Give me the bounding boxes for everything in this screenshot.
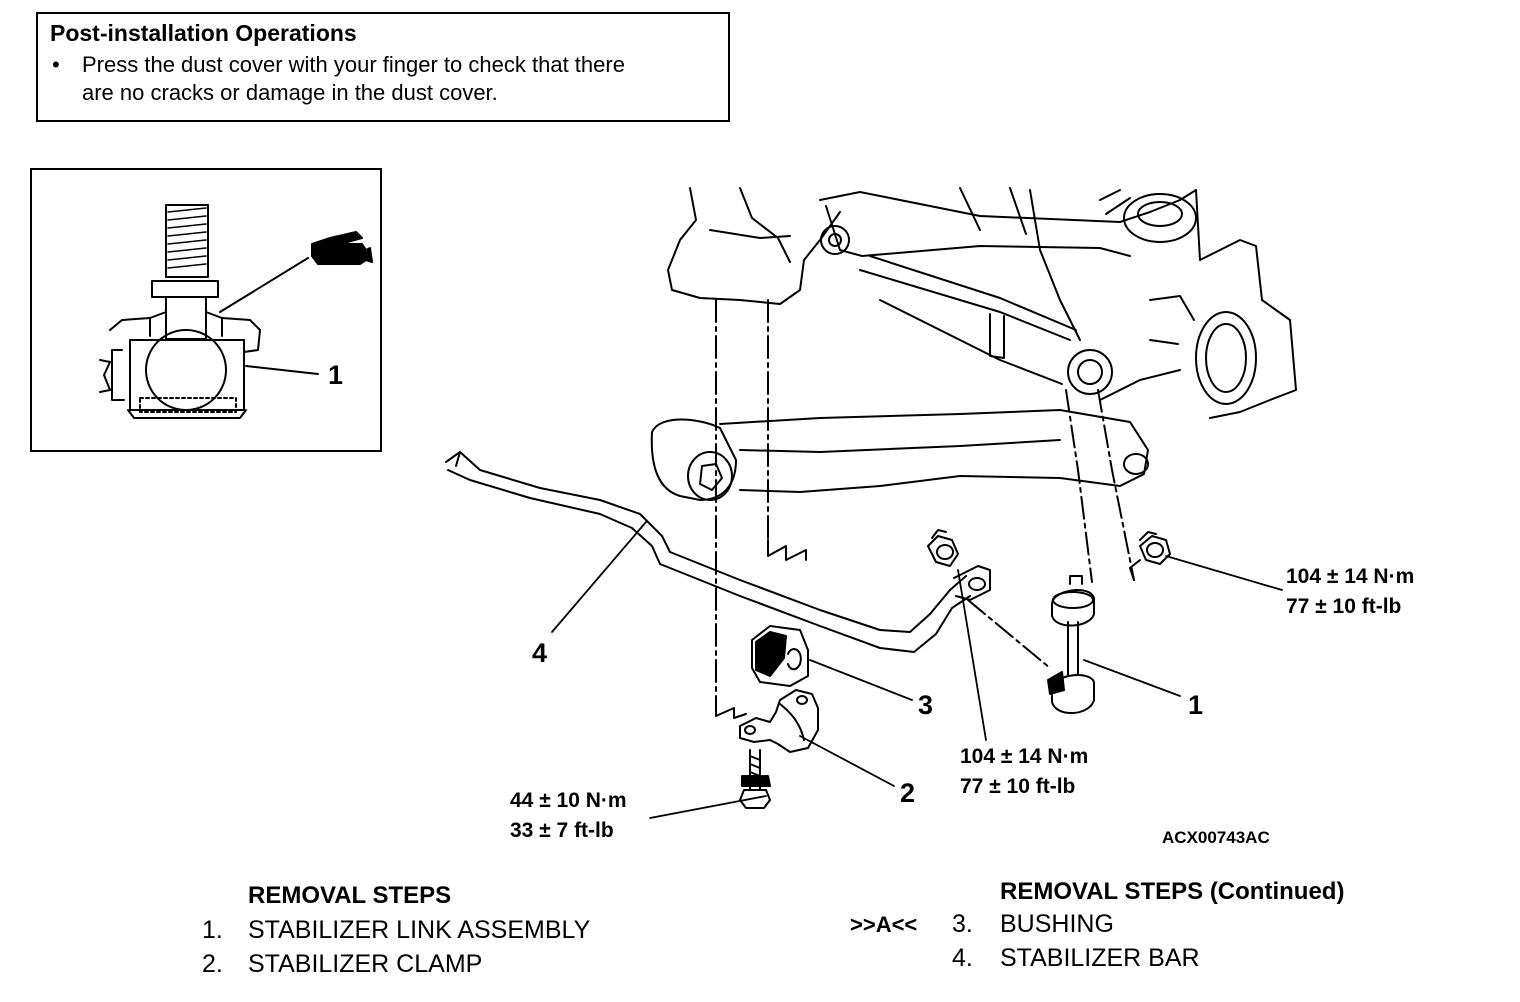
torque-spec-center: 104 ± 14 N·m 77 ± 10 ft-lb bbox=[960, 742, 1088, 802]
callout-2: 2 bbox=[900, 778, 916, 808]
step-number: 1. bbox=[202, 916, 223, 944]
bushing bbox=[751, 625, 809, 687]
torque-left-ftlb: 33 ± 7 ft-lb bbox=[510, 819, 614, 842]
step-label: BUSHING bbox=[1000, 910, 1114, 938]
torque-right-ftlb: 77 ± 10 ft-lb bbox=[1286, 595, 1402, 618]
leader-torque-center bbox=[957, 569, 987, 741]
stabilizer-link-assembly bbox=[1047, 575, 1095, 715]
removal-steps-continued-heading: REMOVAL STEPS (Continued) bbox=[1000, 878, 1345, 905]
callout-4: 4 bbox=[532, 638, 548, 668]
inset-callout-1: 1 bbox=[328, 360, 344, 390]
torque-spec-right: 104 ± 14 N·m 77 ± 10 ft-lb bbox=[1286, 562, 1414, 622]
clamp-bolt bbox=[739, 749, 771, 809]
stabilizer-clamp bbox=[739, 689, 819, 753]
leader-3 bbox=[809, 659, 913, 701]
link-upper-nut bbox=[1139, 531, 1171, 565]
step-label: STABILIZER CLAMP bbox=[248, 950, 483, 978]
callout-1: 1 bbox=[1188, 690, 1204, 720]
post-installation-note-box bbox=[36, 12, 730, 122]
torque-right-nm: 104 ± 14 N·m bbox=[1286, 565, 1415, 588]
leader-4 bbox=[551, 521, 647, 633]
ball-joint-cutaway bbox=[99, 204, 261, 419]
grease-gun-icon bbox=[311, 231, 373, 265]
leader-torque-right bbox=[1165, 555, 1283, 591]
step-number: 4. bbox=[952, 944, 973, 972]
break-line-lower bbox=[715, 703, 747, 719]
step-number: 3. bbox=[952, 910, 973, 938]
leader-2 bbox=[799, 735, 895, 787]
figure-code: ACX00743AC bbox=[1162, 828, 1270, 847]
leader-torque-left bbox=[649, 795, 767, 819]
alignment-lines bbox=[715, 299, 1135, 705]
note-text-line-2: are no cracks or damage in the dust cove… bbox=[82, 80, 498, 105]
note-bullet: • bbox=[52, 52, 60, 77]
procedure-marker-a: >>A<< bbox=[850, 912, 918, 937]
step-label: STABILIZER LINK ASSEMBLY bbox=[248, 916, 591, 944]
link-lower-nut bbox=[927, 529, 959, 567]
step-label: STABILIZER BAR bbox=[1000, 944, 1200, 972]
removal-steps-heading: REMOVAL STEPS bbox=[248, 882, 452, 909]
lower-arm bbox=[650, 409, 1149, 501]
step-number: 2. bbox=[202, 950, 223, 978]
ball-joint-inset-box bbox=[30, 168, 382, 452]
torque-center-ftlb: 77 ± 10 ft-lb bbox=[960, 775, 1076, 798]
torque-spec-left: 44 ± 10 N·m 33 ± 7 ft-lb bbox=[510, 786, 627, 846]
break-line-right bbox=[1129, 559, 1141, 581]
inset-leader-grease bbox=[219, 257, 309, 313]
note-title: Post-installation Operations bbox=[50, 20, 357, 46]
leader-1 bbox=[1083, 659, 1181, 697]
torque-center-nm: 104 ± 14 N·m bbox=[960, 745, 1089, 768]
note-text-line-1: Press the dust cover with your finger to… bbox=[82, 52, 625, 77]
inset-leader-1 bbox=[245, 365, 319, 375]
stabilizer-bar bbox=[445, 451, 991, 653]
torque-left-nm: 44 ± 10 N·m bbox=[510, 789, 627, 812]
leader-lines bbox=[551, 521, 1283, 819]
callout-3: 3 bbox=[918, 690, 934, 720]
knuckle-and-upper-arm bbox=[667, 187, 1297, 419]
break-line-upper bbox=[767, 539, 807, 561]
